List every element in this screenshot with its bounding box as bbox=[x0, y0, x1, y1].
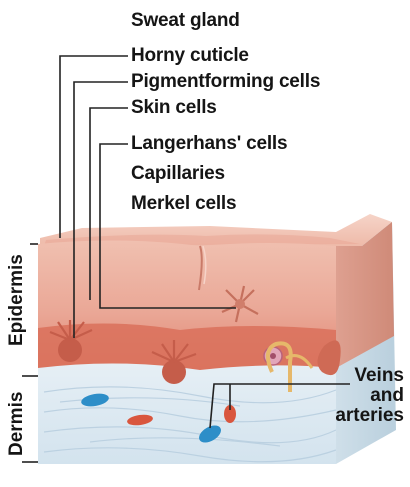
label-capillaries: Capillaries bbox=[131, 163, 225, 185]
label-merkel-cells: Merkel cells bbox=[131, 193, 236, 215]
label-arteries-line: arteries bbox=[335, 406, 404, 426]
label-veins-line: Veins bbox=[335, 366, 404, 386]
label-epidermis: Epidermis bbox=[6, 254, 28, 346]
label-and-line: and bbox=[335, 386, 404, 406]
label-pigmentforming-cells: Pigmentforming cells bbox=[131, 71, 320, 93]
label-langerhans-cells: Langerhans' cells bbox=[131, 133, 287, 155]
label-skin-cells: Skin cells bbox=[131, 97, 217, 119]
label-horny-cuticle: Horny cuticle bbox=[131, 45, 249, 67]
label-veins-and-arteries: Veins and arteries bbox=[335, 366, 404, 426]
label-dermis: Dermis bbox=[6, 392, 28, 456]
label-sweat-gland: Sweat gland bbox=[131, 10, 240, 32]
